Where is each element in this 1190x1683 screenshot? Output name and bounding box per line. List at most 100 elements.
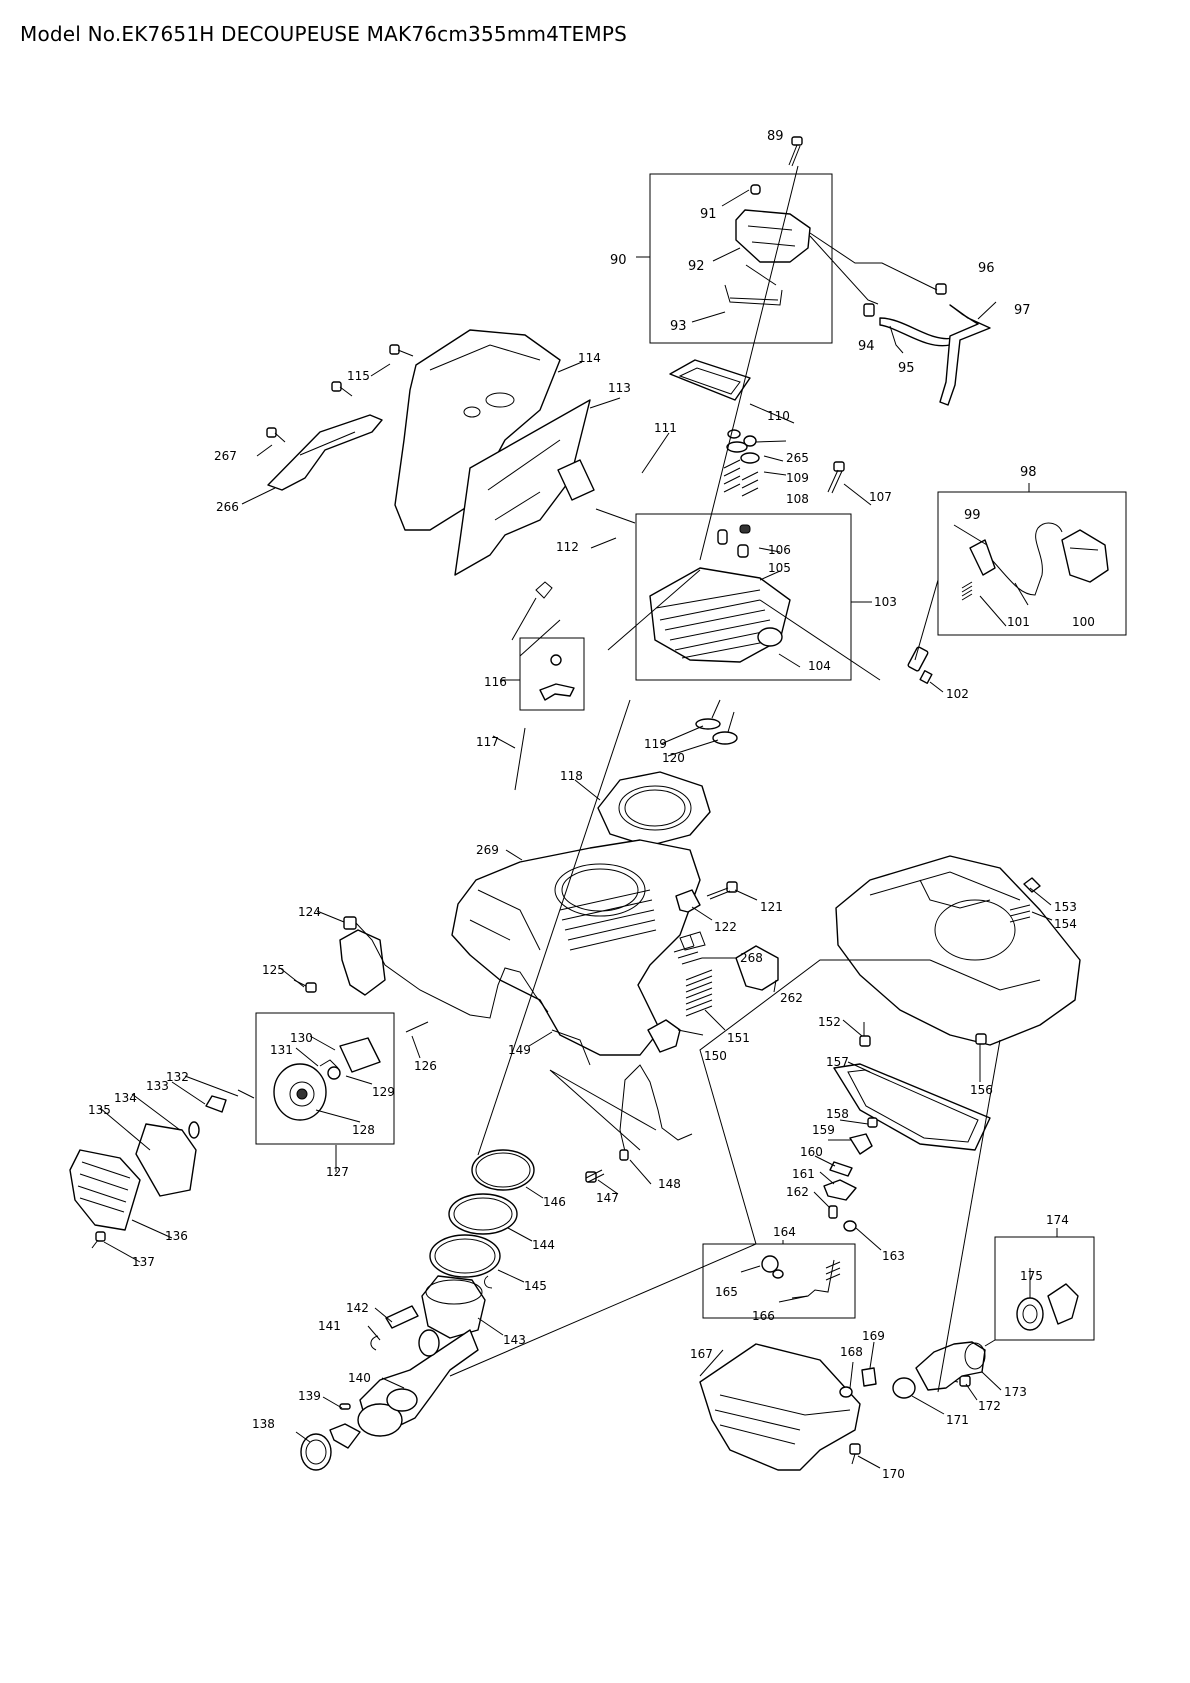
callout-171: 171 <box>946 1413 969 1427</box>
callout-89: 89 <box>767 129 784 144</box>
pushrod-112 <box>595 508 636 524</box>
ignition-module-124 <box>339 929 386 996</box>
callout-165: 165 <box>715 1285 738 1299</box>
ball-165 <box>761 1255 779 1273</box>
callout-262: 262 <box>780 991 803 1005</box>
spark-plug-102 <box>907 646 933 684</box>
rotor-assembly-127 <box>273 1037 381 1121</box>
part-158 <box>867 1117 878 1128</box>
callout-129: 129 <box>372 1085 395 1099</box>
ring-145 <box>429 1234 501 1278</box>
callout-164: 164 <box>773 1225 796 1239</box>
grommet-91 <box>750 184 761 195</box>
callout-118: 118 <box>560 769 583 783</box>
box-127-rotor <box>255 1012 395 1145</box>
callout-149: 149 <box>508 1043 531 1057</box>
callout-115: 115 <box>347 369 370 383</box>
part-161 <box>823 1179 857 1201</box>
callout-136: 136 <box>165 1229 188 1243</box>
callout-265: 265 <box>786 451 809 465</box>
wire-148 <box>619 1064 693 1161</box>
bolt-147 <box>585 1169 605 1183</box>
cover-136 <box>69 1149 141 1231</box>
ring-144 <box>448 1193 518 1235</box>
callout-151: 151 <box>727 1031 750 1045</box>
bolt-137 <box>91 1231 106 1249</box>
bolt-107 <box>827 461 845 494</box>
callout-113: 113 <box>608 381 631 395</box>
callout-134: 134 <box>114 1091 137 1105</box>
callout-98: 98 <box>1020 465 1037 480</box>
callout-161: 161 <box>792 1167 815 1181</box>
callout-130: 130 <box>290 1031 313 1045</box>
ignition-lead <box>991 522 1063 596</box>
cylinder-head-104 <box>649 567 791 663</box>
callout-95: 95 <box>898 361 915 376</box>
bolt-115 <box>331 344 414 397</box>
page-title: Model No.EK7651H DECOUPEUSE MAK76cm355mm… <box>20 22 627 46</box>
bolt-152 <box>859 1022 871 1047</box>
callout-103: 103 <box>874 595 897 609</box>
callout-139: 139 <box>298 1389 321 1403</box>
valve-springs <box>717 429 760 558</box>
callout-111: 111 <box>654 421 677 435</box>
clip-93 <box>724 284 783 306</box>
callout-152: 152 <box>818 1015 841 1029</box>
callout-128: 128 <box>352 1123 375 1137</box>
callout-170: 170 <box>882 1467 905 1481</box>
callout-150: 150 <box>704 1049 727 1063</box>
springs-268 <box>673 945 703 965</box>
callout-96: 96 <box>978 261 995 276</box>
cam-parts <box>647 931 779 1053</box>
pin-126 <box>405 1021 429 1033</box>
callout-117: 117 <box>476 735 499 749</box>
wire-124 <box>355 922 549 1019</box>
spark-cap-99 <box>969 539 996 576</box>
callout-99: 99 <box>964 508 981 523</box>
callout-125: 125 <box>262 963 285 977</box>
callout-146: 146 <box>543 1195 566 1209</box>
callout-109: 109 <box>786 471 809 485</box>
heat-shield-113 <box>454 399 591 576</box>
callout-110: 110 <box>767 409 790 423</box>
callout-153: 153 <box>1054 900 1077 914</box>
crankcase-right <box>835 855 1081 1046</box>
callout-175: 175 <box>1020 1269 1043 1283</box>
pin-132 <box>237 1089 255 1099</box>
callout-143: 143 <box>503 1333 526 1347</box>
fitting-96 <box>935 283 947 295</box>
valves-119-120 <box>695 699 738 745</box>
callout-144: 144 <box>532 1238 555 1252</box>
callout-112: 112 <box>556 540 579 554</box>
callout-174: 174 <box>1046 1213 1069 1227</box>
callout-94: 94 <box>858 339 875 354</box>
callout-267: 267 <box>214 449 237 463</box>
oil-pan-167 <box>699 1343 861 1471</box>
callout-121: 121 <box>760 900 783 914</box>
springs-154 <box>1009 904 1031 923</box>
callout-142: 142 <box>346 1301 369 1315</box>
box-98-ignition <box>937 491 1127 636</box>
bolt-267 <box>266 427 286 443</box>
rod-149 <box>551 1029 591 1066</box>
callout-162: 162 <box>786 1185 809 1199</box>
group-boxes <box>255 173 1127 1341</box>
callout-160: 160 <box>800 1145 823 1159</box>
callout-148: 148 <box>658 1177 681 1191</box>
callout-137: 137 <box>132 1255 155 1269</box>
callout-97: 97 <box>1014 303 1031 318</box>
gasket-157 <box>833 1063 991 1151</box>
callout-172: 172 <box>978 1399 1001 1413</box>
piston-pin-142 <box>385 1305 419 1329</box>
seal-138 <box>300 1433 332 1471</box>
spring-101 <box>961 581 973 601</box>
callout-168: 168 <box>840 1345 863 1359</box>
box-90-valve-cover <box>649 173 833 344</box>
bolt-170 <box>849 1443 861 1465</box>
screw-162 <box>828 1205 838 1219</box>
leader-lines <box>99 165 1058 1469</box>
part-159 <box>849 1133 873 1155</box>
callout-108: 108 <box>786 492 809 506</box>
box-116-rocker <box>519 637 585 711</box>
callout-157: 157 <box>826 1055 849 1069</box>
